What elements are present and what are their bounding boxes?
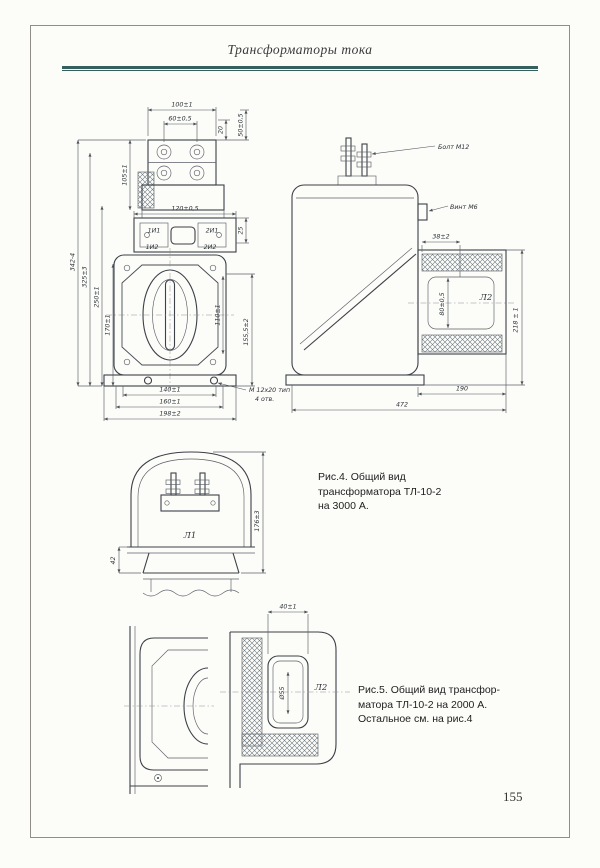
fig4-l1-end-view: Л1 42 176±3	[110, 451, 266, 597]
dim-20: 20	[218, 126, 225, 134]
dim-325: 325±3	[82, 266, 89, 287]
dim-80: 80±0,5	[439, 292, 446, 315]
side-body	[285, 184, 428, 386]
dim-55: Ø55	[278, 687, 286, 701]
terminal-bolts	[160, 472, 220, 512]
l2-winding-label: Л2	[479, 293, 493, 303]
front-dimensions: 100±1 60±0,5 20 50±0,5 105±1 120±0,5 2	[70, 102, 290, 421]
dim-190: 190	[456, 386, 468, 393]
dim-170: 170±1	[105, 314, 112, 335]
secondary-box-section: Л2	[220, 631, 350, 788]
page-number: 155	[503, 789, 523, 804]
dim-100: 100±1	[171, 102, 192, 109]
fig4-caption-line2: трансформатора ТЛ-10-2	[318, 485, 442, 498]
dim-60: 60±0,5	[168, 116, 191, 123]
screw-m6-label: Винт М6	[450, 204, 478, 211]
page-border	[30, 25, 570, 838]
body-cut-view	[124, 626, 214, 794]
fig5-dimensions: 40±1 Ø55	[267, 604, 309, 714]
fig5-caption-line2: матора ТЛ-10-2 на 2000 А.	[358, 698, 488, 711]
fig5-caption: Рис.5. Общий вид трансфор- матора ТЛ-10-…	[358, 683, 543, 727]
dim-250: 250±1	[94, 286, 101, 307]
rule-thick	[62, 66, 538, 69]
dome-shell	[127, 451, 255, 597]
fig4-technical-drawing: 1И1 2И1 1И2 2И2	[70, 102, 525, 421]
fig4-caption-line3: на 3000 А.	[318, 500, 369, 512]
dim-160: 160±1	[159, 399, 180, 406]
bolt-studs	[337, 137, 377, 186]
dim-342: 342-4	[70, 253, 77, 271]
dim-198: 198±2	[159, 411, 180, 418]
dim-25: 25	[238, 226, 245, 234]
l2-winding-label-fig5: Л2	[314, 683, 328, 693]
dim-472: 472	[396, 402, 408, 409]
primary-terminal-block	[137, 139, 225, 218]
dim-176: 176±3	[254, 510, 261, 531]
dim-110: 110±1	[215, 304, 222, 325]
header-double-rule	[62, 66, 538, 71]
fig5-technical-drawing: Л2 40±1 Ø55	[124, 604, 350, 794]
side-dimensions: 80±0,5 38±2 218 ± 1 190 472	[291, 234, 525, 413]
l1-dimensions: 42 176±3	[110, 451, 266, 574]
terminal-label-2i1: 2И1	[206, 228, 219, 235]
running-header: Трансформаторы тока	[227, 42, 373, 57]
terminal-label-1i2: 1И2	[146, 244, 159, 251]
rule-thin	[62, 70, 538, 71]
fig4-caption: Рис.4. Общий вид трансформатора ТЛ-10-2 …	[318, 470, 498, 514]
mounting-feet	[103, 374, 237, 387]
side-view: Болт М12 Винт М6 Л2 80±0,	[285, 137, 525, 413]
dim-38: 38±2	[432, 234, 449, 241]
dim-218: 218 ± 1	[513, 307, 520, 332]
dim-50: 50±0,5	[238, 113, 245, 136]
secondary-box-projection: Л2	[408, 249, 516, 355]
terminal-label-1i1: 1И1	[148, 228, 161, 235]
dim-42: 42	[110, 556, 117, 564]
bolt-note-line1: М 12х20 тип	[249, 387, 290, 394]
fig5-caption-line3: Остальное см. на рис.4	[358, 713, 473, 725]
fig5-caption-line1: Рис.5. Общий вид трансфор-	[358, 684, 501, 696]
fig4-caption-line1: Рис.4. Общий вид	[318, 471, 406, 483]
dim-140: 140±1	[159, 387, 180, 394]
dim-120: 120±0,5	[171, 206, 198, 213]
l1-winding-label: Л1	[183, 531, 197, 541]
bolt-m12-label: Болт М12	[438, 144, 469, 151]
dim-40: 40±1	[279, 604, 296, 611]
terminal-label-2i2: 2И2	[204, 244, 217, 251]
secondary-terminal-row: 1И1 2И1 1И2 2И2	[133, 217, 237, 253]
dim-105: 105±1	[122, 164, 129, 185]
bolt-note-line2: 4 отв.	[255, 396, 274, 403]
dim-155: 155,5±2	[243, 318, 250, 345]
front-view: 1И1 2И1 1И2 2И2	[70, 102, 290, 421]
